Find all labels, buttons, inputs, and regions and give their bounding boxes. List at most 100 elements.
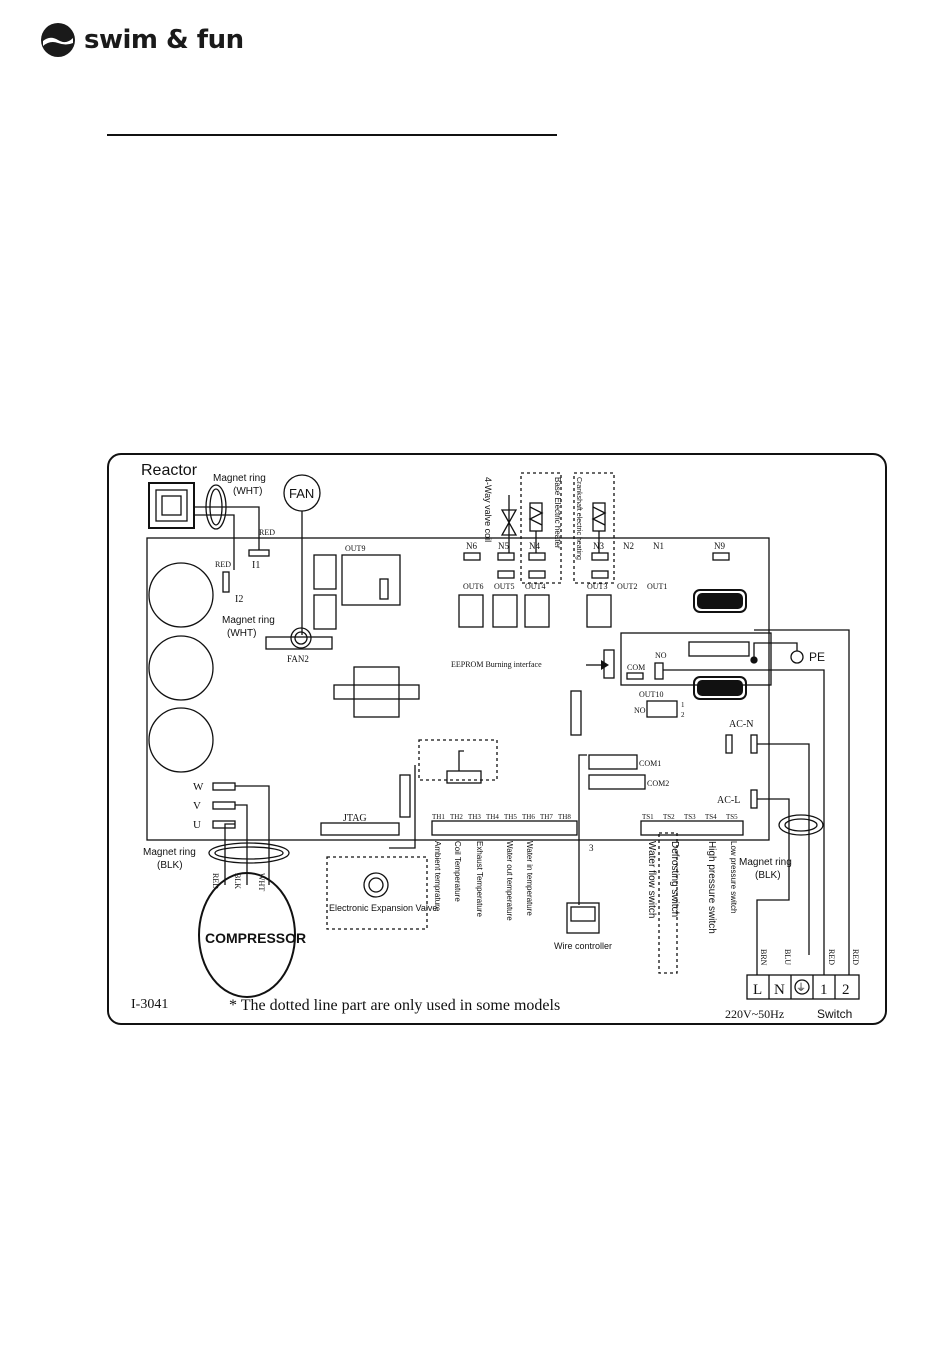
ambient-temp-label: Ambient temprature: [433, 841, 442, 912]
red-wire-label: RED: [851, 949, 860, 965]
magnet-ring-label: Magnet ring: [143, 847, 196, 858]
fan2-connector: [265, 636, 333, 650]
th6-label: TH6: [522, 813, 535, 821]
reactor-core: [148, 482, 195, 529]
ac-n-terminal-1: [725, 734, 733, 754]
n6-label: N6: [466, 541, 477, 551]
relay-block-2: [313, 594, 337, 630]
low-pressure-switch-label: Low pressure switch: [729, 841, 738, 913]
ac-n-wire: [757, 743, 810, 955]
capacitor-3: [148, 707, 214, 773]
high-pressure-switch-label: High pressure switch: [706, 841, 717, 934]
magnet-ring-compressor-inner: [214, 846, 284, 860]
out3-label: OUT3: [587, 582, 607, 591]
capacitor-2: [148, 635, 214, 701]
n6-terminal: [463, 552, 481, 561]
reactor-winding: [155, 489, 188, 522]
out3-relay: [586, 594, 612, 628]
water-flow-switch-label: Water flow switch: [646, 841, 657, 918]
out10-2-label: 2: [681, 711, 685, 719]
eev-label: Electronic Expansion Valve: [329, 903, 437, 913]
out9-label: OUT9: [345, 544, 365, 553]
ac-l-terminal: [750, 789, 758, 809]
wiring-diagram: Reactor Magnet ring (WHT) RED I1 RED I2 …: [107, 453, 887, 1025]
n4-terminal: [528, 552, 546, 561]
water-in-temp-label: Water in temperature: [525, 841, 534, 916]
out6-relay: [458, 594, 484, 628]
main-relay-block: [620, 632, 772, 686]
ts5-label: TS5: [726, 813, 738, 821]
th5-label: TH5: [504, 813, 517, 821]
com1-connector: [588, 754, 638, 770]
out6-label: OUT6: [463, 582, 483, 591]
eev-wire-b: [389, 765, 416, 849]
out10-label: OUT10: [639, 690, 663, 699]
terminal-2-label: 2: [842, 982, 850, 998]
swim-logo-icon: [41, 23, 75, 57]
out1-label: OUT1: [647, 582, 667, 591]
ac-n-label: AC-N: [729, 719, 753, 730]
brand-name: swim & fun: [84, 25, 244, 55]
th8-label: TH8: [558, 813, 571, 821]
n1-label: N1: [653, 541, 664, 551]
pe-ground-icon: [790, 650, 804, 664]
n9-terminal: [712, 552, 730, 561]
i1-label: I1: [252, 560, 260, 571]
red-label: RED: [215, 560, 231, 569]
out2-label: OUT2: [617, 582, 637, 591]
eev-valve-icon: [363, 872, 389, 898]
com1-label: COM1: [639, 759, 661, 768]
n2-label: N2: [623, 541, 634, 551]
n3-label: N3: [593, 541, 604, 551]
n3-terminal: [591, 552, 609, 561]
ac-n-terminal-2: [750, 734, 758, 754]
ac-l-label: AC-L: [717, 795, 740, 806]
switch-label: Switch: [817, 1007, 852, 1021]
com2-label: COM2: [647, 779, 669, 788]
earth-terminal-icon: [794, 979, 810, 995]
crankshaft-heater-dotted-box: [573, 472, 615, 584]
out10-switch: [646, 700, 678, 718]
fuse-top-body: [697, 593, 743, 609]
out3-terminal: [591, 570, 609, 579]
ts-connector-row: [640, 820, 744, 836]
th2-label: TH2: [450, 813, 463, 821]
wiring-diagram-svg: Reactor Magnet ring (WHT) RED I1 RED I2 …: [131, 462, 860, 1021]
u-wire: [224, 823, 235, 885]
eeprom-label: EEPROM Burning interface: [451, 660, 542, 669]
four-way-valve-label: 4-Way valve coil: [483, 477, 493, 542]
n5-label: N5: [498, 541, 509, 551]
v-wire: [235, 804, 248, 885]
w-label: W: [193, 781, 204, 793]
red-label: RED: [259, 528, 275, 537]
n9-label: N9: [714, 541, 725, 551]
com2-connector: [588, 774, 646, 790]
defrosting-switch-label: Defrosting switch: [669, 841, 680, 917]
eev-connector-dotted-box: [418, 739, 498, 781]
u-label: U: [193, 819, 201, 831]
terminal-i2: [222, 571, 230, 593]
magnet-ring-label: Magnet ring: [222, 615, 275, 626]
wht-wire-label: WHT: [257, 873, 266, 891]
magnet-ring-fan-inner: [294, 631, 308, 645]
brand-logo: swim & fun: [40, 22, 244, 58]
blu-wire-label: BLU: [783, 949, 792, 965]
out5-relay: [492, 594, 518, 628]
transformer-core: [333, 684, 420, 700]
relay-com-pin: [626, 672, 644, 680]
th1-label: TH1: [432, 813, 445, 821]
vertical-connector: [570, 690, 582, 736]
compressor: [198, 872, 296, 998]
wire-controller-cable: [578, 754, 587, 905]
pe-wire: [753, 642, 798, 660]
th4-label: TH4: [486, 813, 499, 821]
wire-controller-label: Wire controller: [554, 941, 612, 951]
out4-terminal: [528, 570, 546, 579]
brn-wire-label: BRN: [759, 949, 768, 966]
magnet-ring-ac-inner: [784, 818, 818, 832]
coil-temp-label: Coil Temperature: [453, 841, 462, 902]
crankshaft-heater-zigzag: [591, 506, 607, 526]
wire-controller-screen: [570, 906, 596, 922]
out4-relay: [524, 594, 550, 628]
blk-label: (BLK): [755, 870, 781, 881]
